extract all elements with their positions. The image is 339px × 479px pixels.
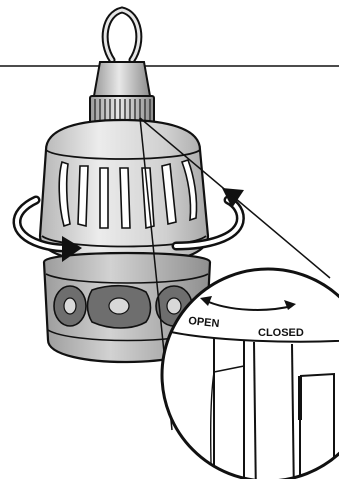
top-cap [94,62,150,96]
closed-label: CLOSED [258,327,304,339]
